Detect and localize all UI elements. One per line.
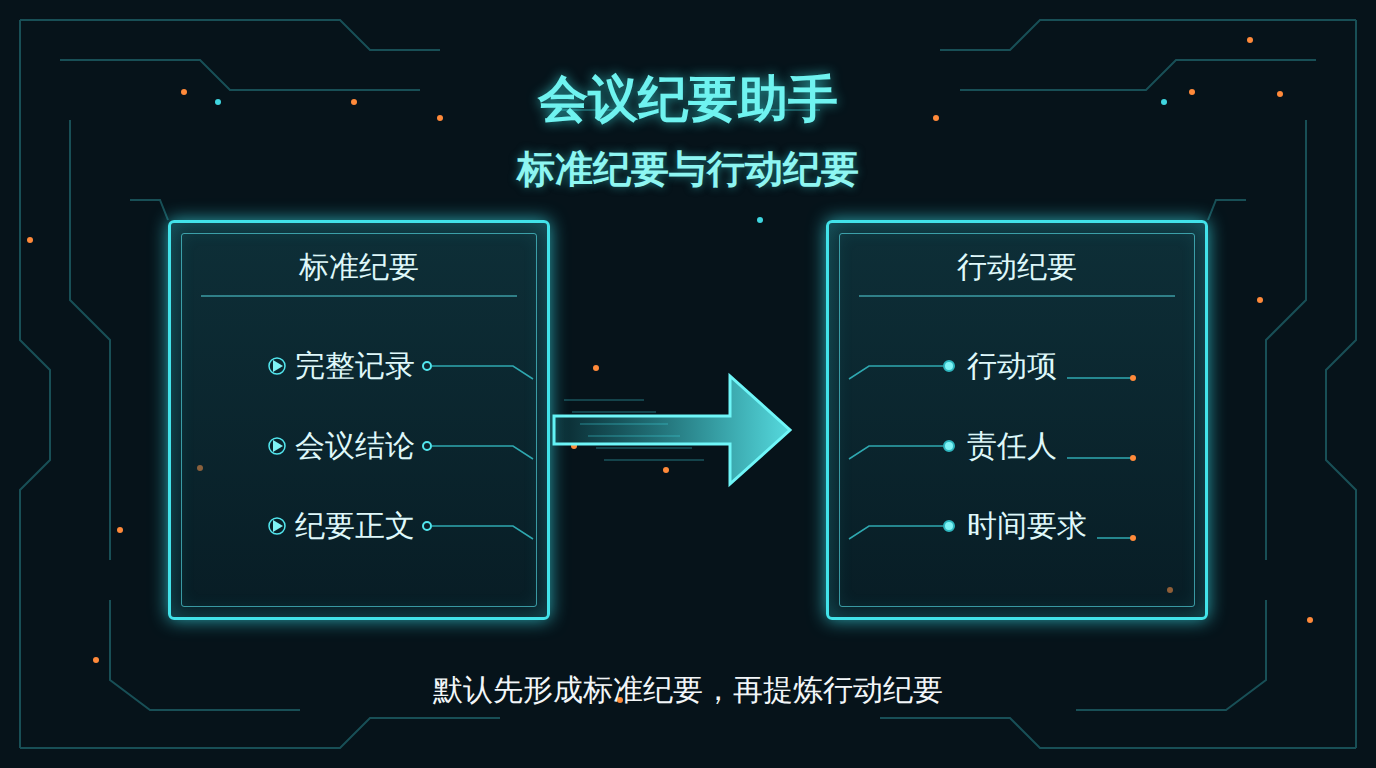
panel-heading: 行动纪要	[829, 247, 1205, 288]
bullet-dot	[944, 361, 954, 371]
trace-line	[1067, 377, 1131, 379]
end-dot	[423, 362, 431, 370]
list-item: 纪要正文	[295, 506, 415, 547]
bullet-triangle	[273, 360, 283, 372]
panel-heading: 标准纪要	[171, 247, 547, 288]
end-dot	[423, 522, 431, 530]
header-rule	[859, 295, 1175, 297]
trace-line	[432, 526, 533, 539]
bullet-dot	[944, 521, 954, 531]
bullet-dot	[944, 441, 954, 451]
list-item: 会议结论	[295, 426, 415, 467]
inner-frame	[181, 233, 537, 607]
trace-line	[849, 526, 943, 539]
bullet-ring	[269, 438, 285, 454]
list-item: 行动项	[967, 346, 1057, 387]
list-item: 完整记录	[295, 346, 415, 387]
end-dot	[423, 442, 431, 450]
speed-line	[580, 423, 668, 424]
trace-line	[1097, 537, 1131, 539]
list-item: 责任人	[967, 426, 1057, 467]
trace-line	[432, 446, 533, 459]
header-rule	[201, 295, 517, 297]
caption: 默认先形成标准纪要，再提炼行动纪要	[0, 670, 1376, 711]
summary-panel: 行动纪要行动项责任人时间要求	[826, 220, 1208, 620]
trace-line	[432, 366, 533, 379]
list-item: 时间要求	[967, 506, 1087, 547]
arrow-shape	[554, 376, 790, 484]
speed-line	[572, 411, 656, 412]
end-dot	[1130, 455, 1136, 461]
trace-line	[849, 366, 943, 379]
speed-line	[588, 435, 680, 436]
title: 会议纪要助手	[0, 66, 1376, 133]
flow-arrow	[554, 376, 790, 484]
trace-line	[1067, 457, 1131, 459]
speed-line	[564, 399, 644, 400]
subtitle: 标准纪要与行动纪要	[0, 144, 1376, 195]
speed-line	[596, 447, 692, 448]
trace-line	[849, 446, 943, 459]
end-dot	[1130, 375, 1136, 381]
summary-panel: 标准纪要完整记录会议结论纪要正文	[168, 220, 550, 620]
end-dot	[1130, 535, 1136, 541]
bullet-ring	[269, 518, 285, 534]
bullet-triangle	[273, 520, 283, 532]
bullet-triangle	[273, 440, 283, 452]
inner-frame	[839, 233, 1195, 607]
speed-line	[604, 459, 704, 460]
bullet-ring	[269, 358, 285, 374]
